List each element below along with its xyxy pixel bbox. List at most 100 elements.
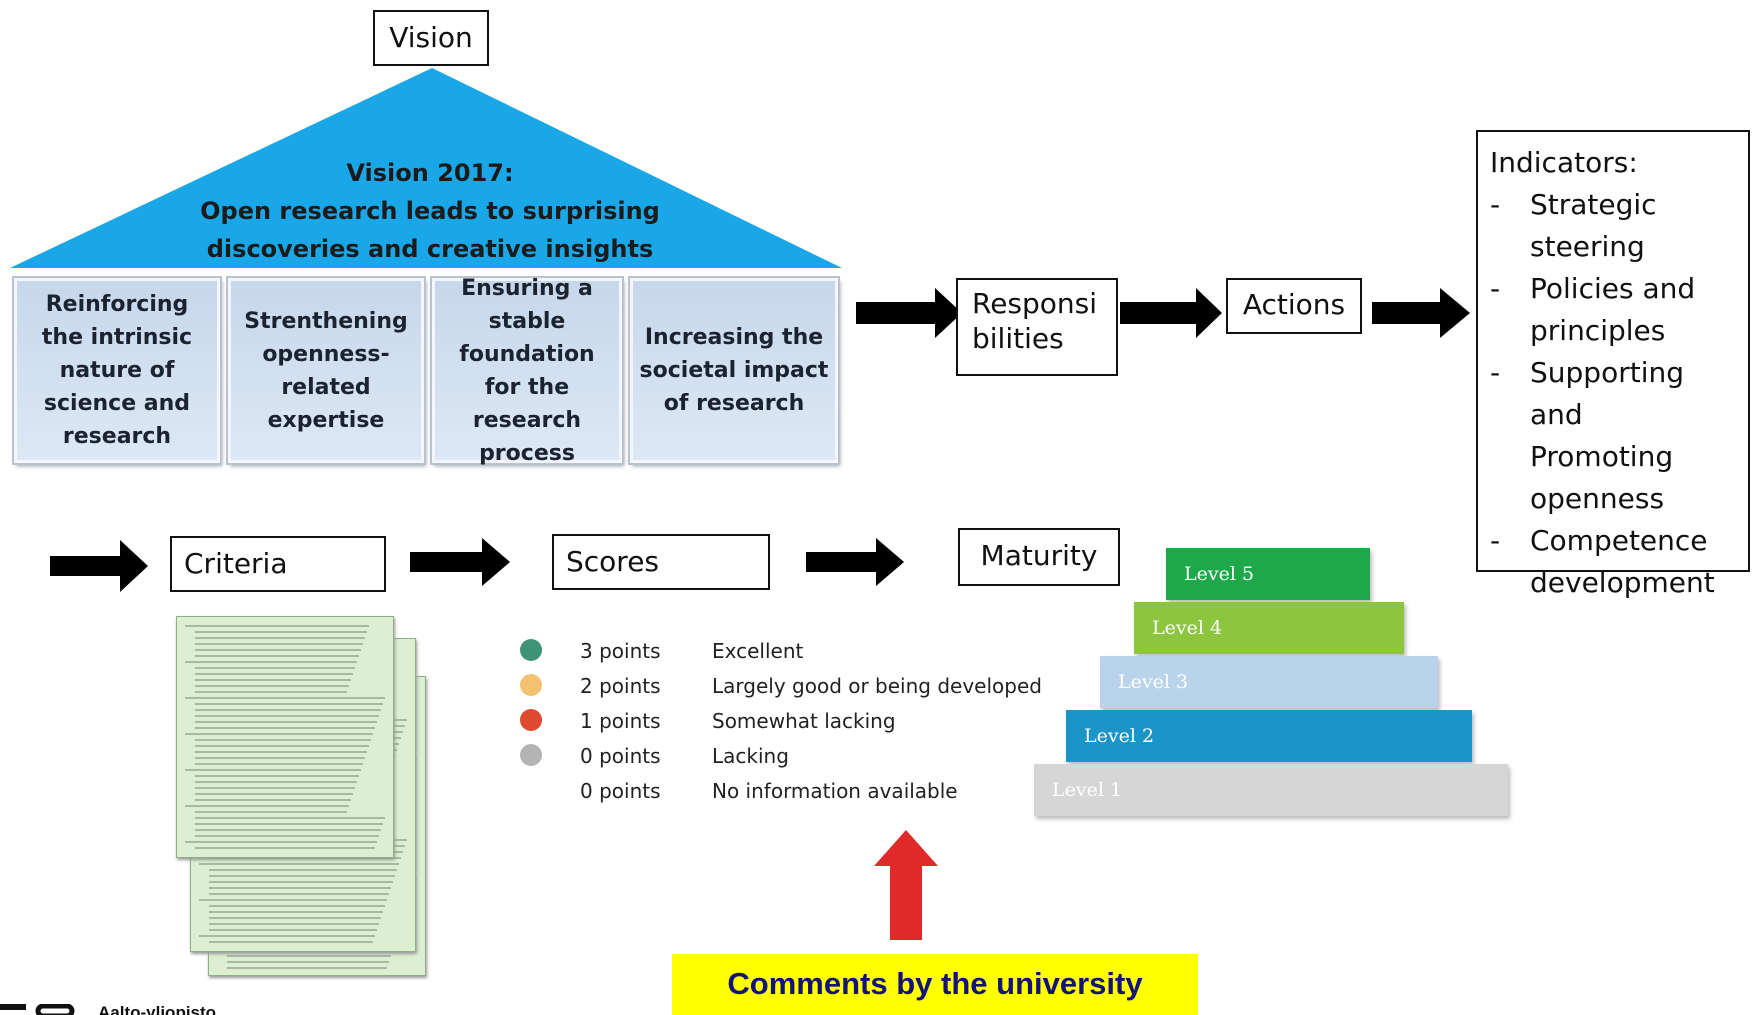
- document-text-line: [195, 703, 383, 705]
- maturity-label: Maturity: [980, 539, 1098, 572]
- maturity-level-3: Level 3: [1100, 656, 1438, 708]
- responsibilities-line-1: Responsi: [972, 287, 1098, 320]
- roof-line-1: Open research leads to surprising: [200, 197, 660, 225]
- score-dot: [520, 639, 542, 661]
- document-text-line: [195, 811, 347, 813]
- document-text-line: [185, 625, 369, 627]
- document-text-line: [185, 805, 349, 807]
- document-text-line: [209, 923, 379, 925]
- document-text-line: [195, 757, 365, 759]
- document-text-line: [195, 631, 367, 633]
- document-text-line: [195, 685, 349, 687]
- indicators-title: Indicators:: [1490, 146, 1638, 179]
- document-text-line: [209, 893, 389, 895]
- document-text-line: [195, 709, 381, 711]
- actions-label: Actions: [1242, 288, 1346, 321]
- document-text-line: [209, 875, 395, 877]
- document-text-line: [185, 841, 377, 843]
- arrow-right-icon: [856, 288, 962, 338]
- arrow-right-icon: [806, 538, 904, 586]
- document-text-line: [199, 935, 375, 937]
- document-text-line: [209, 929, 377, 931]
- document-text-line: [185, 661, 357, 663]
- document-text-line: [195, 727, 375, 729]
- document-text-line: [185, 697, 385, 699]
- document-text-line: [209, 941, 373, 943]
- arrow-right-icon: [1372, 288, 1470, 338]
- document-text-line: [227, 955, 391, 957]
- document-text-line: [195, 655, 359, 657]
- document-text-line: [195, 745, 369, 747]
- scores-box: Scores: [552, 534, 770, 590]
- document-text-line: [195, 829, 381, 831]
- maturity-level-5: Level 5: [1166, 548, 1370, 600]
- pillar-openness-expertise: Strenthening openness-related expertise: [228, 278, 424, 463]
- document-text-line: [195, 799, 351, 801]
- document-text-line: [195, 691, 347, 693]
- arrow-right-icon: [50, 540, 148, 592]
- aalto-logo-mark-icon: [0, 1004, 75, 1015]
- comments-label: Comments by the university: [727, 966, 1143, 1001]
- criteria-document-page: [176, 616, 394, 858]
- criteria-box: Criteria: [170, 536, 386, 592]
- responsibilities-line-2: bilities: [972, 322, 1064, 355]
- responsibilities-box: Responsi bilities: [956, 278, 1118, 376]
- maturity-box: Maturity: [958, 528, 1120, 586]
- document-text-line: [195, 763, 363, 765]
- document-text-line: [227, 961, 389, 963]
- document-text-line: [209, 917, 381, 919]
- document-text-line: [209, 857, 401, 859]
- document-text-line: [199, 863, 399, 865]
- document-text-line: [195, 847, 375, 849]
- document-text-line: [195, 787, 355, 789]
- roof-heading: Vision 2017:: [346, 159, 514, 187]
- vision-label: Vision: [389, 21, 473, 54]
- document-text-line: [195, 715, 379, 717]
- document-text-line: [209, 881, 393, 883]
- pillar-societal-impact: Increasing the societal impact of resear…: [630, 278, 838, 463]
- document-text-line: [195, 781, 357, 783]
- score-dot: [520, 709, 542, 731]
- pillar-intrinsic-nature: Reinforcing the intrinsic nature of scie…: [14, 278, 220, 463]
- maturity-level-2: Level 2: [1066, 710, 1472, 762]
- arrow-up-icon: [874, 830, 938, 940]
- vision-roof: [10, 68, 842, 268]
- maturity-level-1: Level 1: [1034, 764, 1508, 816]
- document-text-line: [209, 887, 391, 889]
- document-text-line: [227, 967, 387, 969]
- score-dot: [520, 674, 542, 696]
- scores-label: Scores: [566, 545, 660, 578]
- document-text-line: [195, 721, 377, 723]
- roof-line-2: discoveries and creative insights: [206, 235, 654, 263]
- document-text-line: [195, 649, 361, 651]
- document-text-line: [209, 911, 383, 913]
- document-text-line: [185, 769, 361, 771]
- document-text-line: [195, 667, 355, 669]
- maturity-level-4: Level 4: [1134, 602, 1404, 654]
- document-text-line: [209, 905, 385, 907]
- actions-box: Actions: [1226, 278, 1362, 334]
- document-text-line: [195, 793, 353, 795]
- aalto-logo: Aalto-yliopisto: [0, 1004, 280, 1015]
- score-dot: [520, 744, 542, 766]
- document-text-line: [195, 817, 385, 819]
- document-text-line: [195, 679, 351, 681]
- document-text-line: [195, 673, 353, 675]
- criteria-label: Criteria: [184, 547, 288, 580]
- arrow-right-icon: [1120, 288, 1222, 338]
- pillar-stable-foundation: Ensuring a stable foundation for the res…: [432, 276, 622, 466]
- document-text-line: [195, 637, 365, 639]
- document-text-line: [195, 739, 371, 741]
- document-text-line: [195, 751, 367, 753]
- vision-box: Vision: [373, 10, 489, 66]
- document-text-line: [195, 775, 359, 777]
- document-text-line: [195, 835, 379, 837]
- document-text-line: [209, 869, 397, 871]
- document-text-line: [195, 643, 363, 645]
